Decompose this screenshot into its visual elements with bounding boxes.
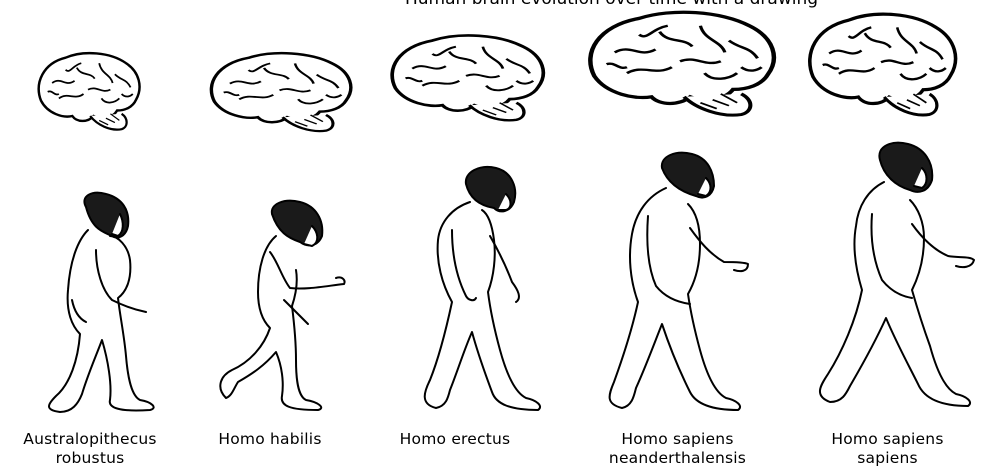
label-line-1: Homo habilis <box>195 430 345 449</box>
brain-neanderthalensis-icon <box>590 12 773 115</box>
figure-homo-sapiens-neanderthalensis <box>610 153 748 410</box>
label-homo-habilis: Homo habilis <box>195 430 345 449</box>
label-line-1: Homo sapiens <box>590 430 765 449</box>
brain-australopithecus-icon <box>39 53 140 129</box>
figure-homo-sapiens-sapiens <box>820 143 974 406</box>
label-homo-erectus: Homo erectus <box>380 430 530 449</box>
label-homo-sapiens-sapiens: Homo sapiens sapiens <box>800 430 975 468</box>
label-line-2: sapiens <box>800 449 975 468</box>
brain-homo-erectus-icon <box>392 35 543 120</box>
figure-australopithecus-robustus <box>49 193 154 412</box>
brain-homo-habilis-icon <box>211 53 350 131</box>
label-australopithecus-robustus: Australopithecus robustus <box>0 430 180 468</box>
label-line-1: Australopithecus <box>0 430 180 449</box>
figure-homo-erectus <box>425 167 540 410</box>
label-line-1: Homo erectus <box>380 430 530 449</box>
label-line-1: Homo sapiens <box>800 430 975 449</box>
label-line-2: neanderthalensis <box>590 449 765 468</box>
figure-homo-habilis <box>220 201 344 410</box>
label-line-2: robustus <box>0 449 180 468</box>
brain-sapiens-icon <box>810 14 956 115</box>
label-homo-sapiens-neanderthalensis: Homo sapiens neanderthalensis <box>590 430 765 468</box>
